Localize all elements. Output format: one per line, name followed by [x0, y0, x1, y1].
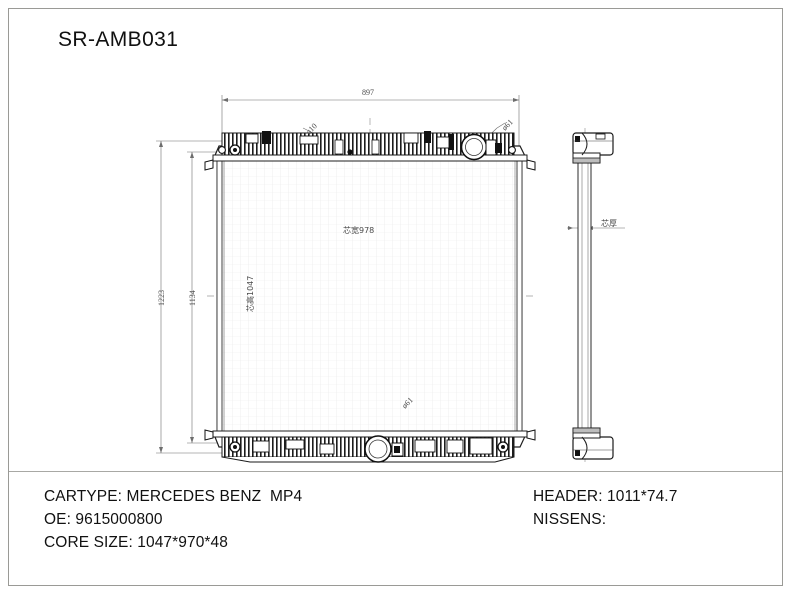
spec-oe: OE: 9615000800: [44, 511, 163, 528]
spec-nissens: NISSENS:: [533, 511, 607, 528]
dim-core-width: 芯宽978: [343, 226, 375, 235]
side-bottom-tank: [572, 427, 614, 460]
spec-separator: [9, 471, 782, 472]
spec-core-size: CORE SIZE: 1047*970*48: [44, 534, 228, 551]
top-tank: [204, 131, 536, 171]
bottom-tank: [204, 429, 536, 463]
spec-cartype: CARTYPE: MERCEDES BENZ MP4: [44, 488, 303, 505]
dim-core-height: 芯高1047: [246, 275, 255, 312]
spec-header: HEADER: 1011*74.7: [533, 488, 678, 505]
dim-tank-to-tank-height: 1134: [188, 290, 197, 306]
page-title: SR-AMB031: [58, 28, 179, 51]
radiator-front-view: [204, 131, 536, 463]
dim-core-thickness: 芯厚: [601, 219, 617, 228]
dim-overall-width: 897: [362, 88, 374, 97]
dim-overall-height: 1223: [157, 290, 166, 306]
radiator-side-profile-view: [572, 132, 614, 460]
side-top-tank: [572, 132, 614, 164]
